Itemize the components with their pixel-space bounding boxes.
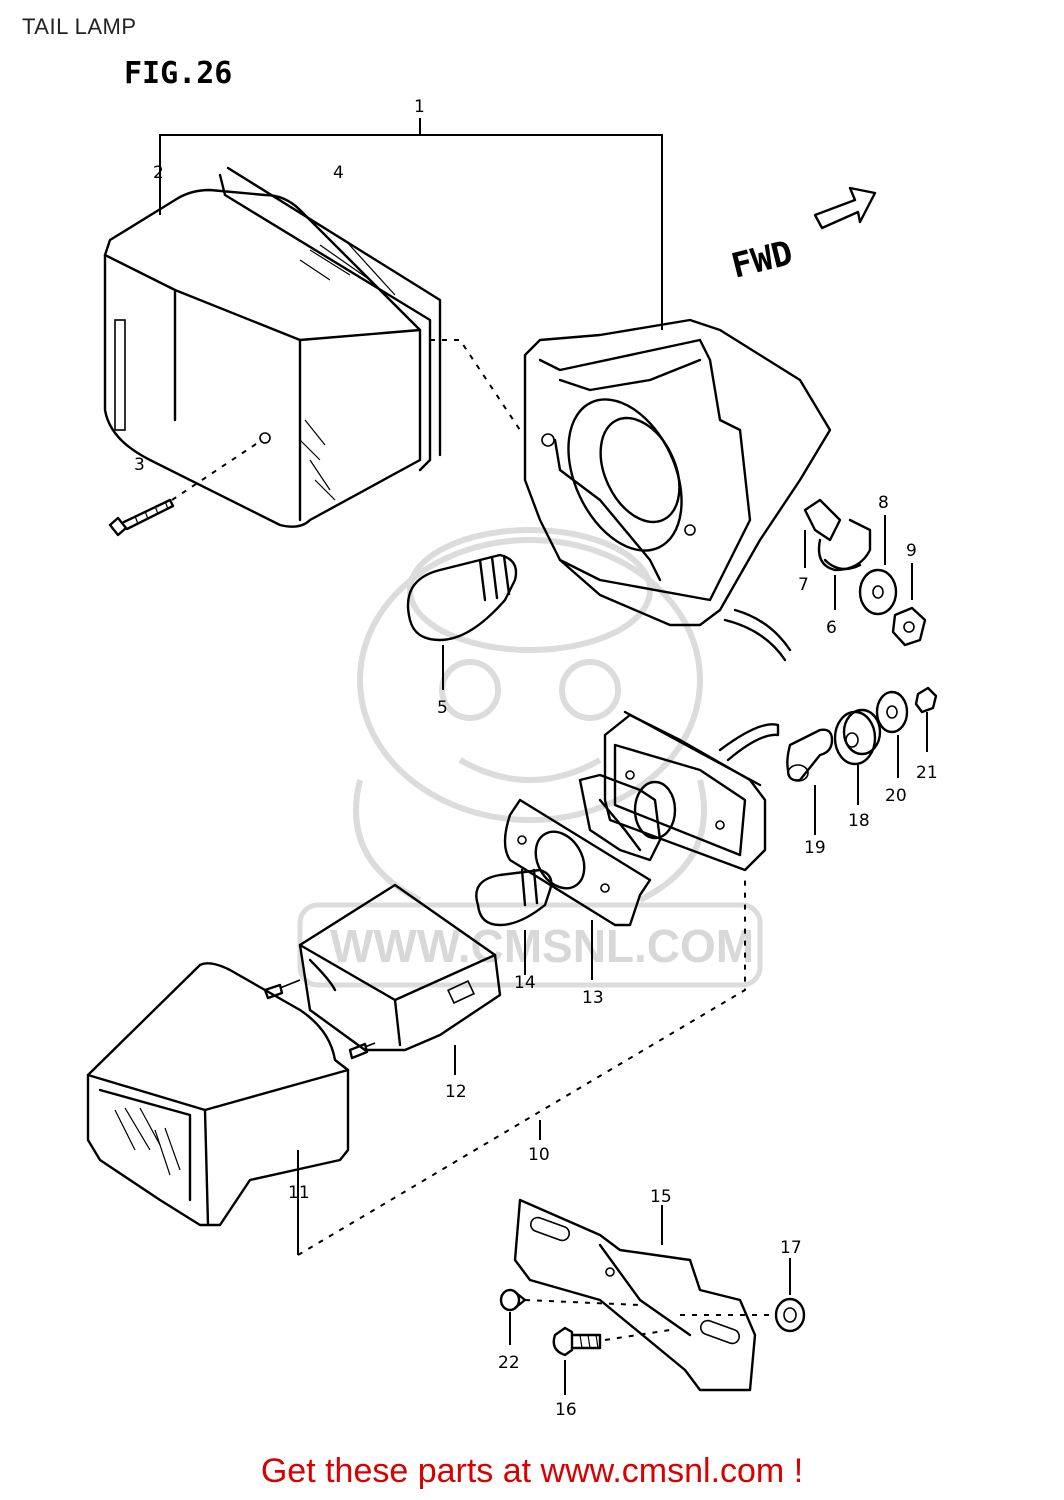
screw-3 bbox=[108, 498, 175, 537]
figure-label: FIG.26 bbox=[124, 56, 233, 91]
bulb-14 bbox=[475, 868, 553, 927]
callout-17: 17 bbox=[780, 1238, 802, 1258]
lamp-housing bbox=[523, 318, 832, 662]
callout-14: 14 bbox=[514, 973, 536, 993]
callout-6: 6 bbox=[826, 618, 837, 638]
bulb-socket bbox=[578, 773, 677, 862]
fwd-text: FWD bbox=[728, 233, 797, 287]
callout-22: 22 bbox=[498, 1353, 520, 1373]
bolt-16 bbox=[552, 1326, 602, 1357]
watermark-logo: WWW.CMSNL.COM bbox=[297, 527, 763, 988]
callout-5: 5 bbox=[437, 698, 448, 718]
nut-22 bbox=[499, 1288, 527, 1312]
callout-19: 19 bbox=[804, 838, 826, 858]
exploded-parts-diagram: WWW.CMSNL.COM F bbox=[86, 97, 938, 1420]
socket-6-7 bbox=[803, 498, 872, 572]
washer-20 bbox=[875, 690, 909, 734]
nut-21 bbox=[914, 686, 938, 714]
callout-15: 15 bbox=[650, 1187, 672, 1207]
callout-18: 18 bbox=[848, 811, 870, 831]
callout-9: 9 bbox=[906, 541, 917, 561]
front-lens bbox=[103, 166, 442, 528]
assembly-1-bracket bbox=[159, 118, 663, 330]
callout-11: 11 bbox=[288, 1183, 310, 1203]
assembly-10-bracket bbox=[297, 880, 746, 1256]
callout-2: 2 bbox=[153, 163, 164, 183]
callout-12: 12 bbox=[445, 1082, 467, 1102]
bulb-5 bbox=[406, 553, 518, 642]
watermark-text: WWW.CMSNL.COM bbox=[330, 920, 754, 972]
footer-promo: Get these parts at www.cmsnl.com ! bbox=[260, 1452, 804, 1490]
callout-16: 16 bbox=[555, 1400, 577, 1420]
pipe-19 bbox=[786, 728, 834, 782]
lens-12 bbox=[298, 883, 502, 1052]
callout-7: 7 bbox=[798, 575, 809, 595]
callout-10: 10 bbox=[528, 1145, 550, 1165]
nut-17 bbox=[774, 1297, 806, 1333]
washer-8 bbox=[858, 568, 898, 616]
nut-9 bbox=[891, 606, 927, 647]
plate-bracket-15 bbox=[513, 1198, 757, 1392]
callout-13: 13 bbox=[582, 988, 604, 1008]
page-title: TAIL LAMP bbox=[22, 14, 137, 39]
callout-1: 1 bbox=[414, 97, 425, 117]
callout-3: 3 bbox=[134, 455, 145, 475]
callout-21: 21 bbox=[916, 763, 938, 783]
callout-labels: 1 2 3 4 5 6 7 8 9 10 11 12 13 14 15 16 1… bbox=[134, 97, 938, 1420]
grommet-18 bbox=[833, 708, 882, 766]
cover-11 bbox=[86, 962, 376, 1227]
callout-8: 8 bbox=[878, 493, 889, 513]
forward-direction-indicator: FWD bbox=[728, 186, 877, 287]
callout-4: 4 bbox=[333, 163, 344, 183]
callout-20: 20 bbox=[885, 786, 907, 806]
